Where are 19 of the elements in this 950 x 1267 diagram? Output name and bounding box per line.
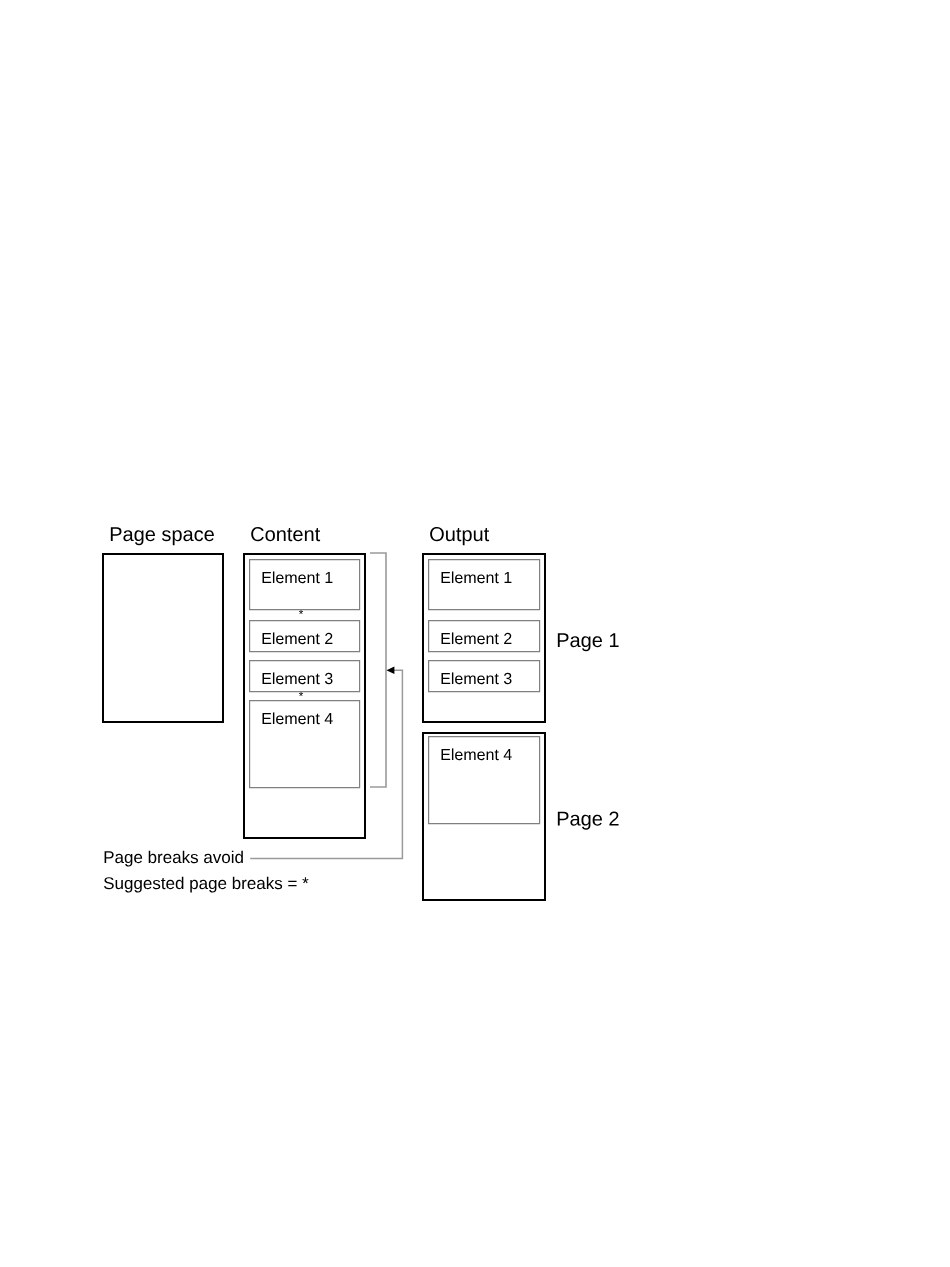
element-box: Element 2 (249, 620, 361, 653)
element-box: Element 4 (249, 700, 361, 789)
column-heading: Content (251, 527, 321, 542)
element-box: Element 1 (249, 559, 361, 611)
note-text: Suggested page breaks = * (103, 876, 309, 893)
page-break-mark: * (298, 609, 304, 615)
page-break-mark: * (298, 691, 304, 697)
element-box: Element 3 (428, 660, 541, 693)
element-box: Element 1 (428, 559, 541, 611)
column-heading: Output (430, 527, 490, 546)
element-box: Element 2 (428, 620, 541, 653)
leader-arrow (249, 666, 404, 860)
page-label: Page 1 (557, 633, 619, 652)
bracket (369, 552, 387, 788)
note-text: Page breaks avoid (104, 850, 243, 867)
column-heading: Page space (110, 527, 214, 546)
page-label: Page 2 (557, 811, 619, 830)
element-box: Element 4 (428, 736, 541, 825)
element-box: Element 3 (249, 660, 361, 693)
